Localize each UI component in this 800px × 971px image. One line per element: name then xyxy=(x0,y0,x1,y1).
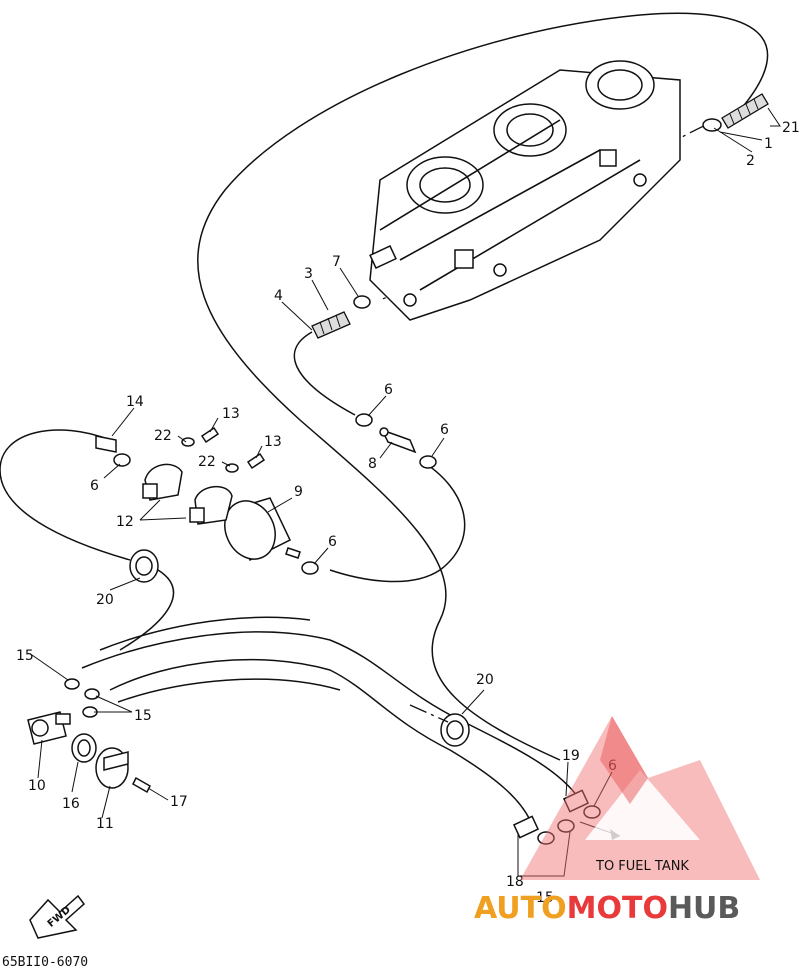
callout-7: 7 xyxy=(332,254,341,270)
callout-6b: 6 xyxy=(440,422,449,438)
ring-16 xyxy=(71,733,97,763)
callout-8: 8 xyxy=(368,456,377,472)
hose-14 xyxy=(0,429,131,561)
screw-13a xyxy=(200,426,220,444)
fwd-arrow: FWD xyxy=(29,894,86,939)
twin-hose-upper xyxy=(81,631,581,801)
hose-18-end xyxy=(512,815,540,839)
grommet-20a xyxy=(129,549,159,583)
watermark-moto: MOTO xyxy=(567,891,668,926)
callout-22a: 22 xyxy=(154,428,172,444)
watermark-auto: AUTO xyxy=(474,891,567,926)
callout-6a: 6 xyxy=(384,382,393,398)
callout-15a: 15 xyxy=(16,648,34,664)
screw-17 xyxy=(132,776,151,794)
carburetor-assembly xyxy=(369,60,681,321)
bracket-12a xyxy=(142,463,183,501)
hose-19-end xyxy=(562,789,590,813)
watermark-text: AUTOMOTOHUB xyxy=(474,891,740,926)
clamp-6c xyxy=(301,561,319,575)
clamp-15b xyxy=(537,831,555,845)
twin-hose-upper-b xyxy=(99,616,311,651)
callout-9: 9 xyxy=(294,484,303,500)
hose-14-end xyxy=(95,435,117,453)
to-fuel-tank-label: TO FUEL TANK xyxy=(595,859,689,874)
callout-13a: 13 xyxy=(222,406,240,422)
hose-clamp-2 xyxy=(702,118,722,132)
callout-15c: 15 xyxy=(536,890,554,906)
callout-6e: 6 xyxy=(608,758,617,774)
bracket-12b xyxy=(189,486,233,525)
part-code: 65BII0-6070 xyxy=(2,955,88,970)
ribbed-hose-3 xyxy=(311,311,351,339)
grommet-20b xyxy=(440,713,470,747)
callout-3: 3 xyxy=(304,266,313,282)
callout-17: 17 xyxy=(170,794,188,810)
callout-6d: 6 xyxy=(90,478,99,494)
hose-clamp-7 xyxy=(353,295,371,309)
knob-11 xyxy=(95,747,129,789)
fuel-filter-9 xyxy=(224,497,301,562)
callout-16: 16 xyxy=(62,796,80,812)
fuel-hose-b xyxy=(329,459,466,583)
callout-1: 1 xyxy=(764,136,773,152)
callout-22b: 22 xyxy=(198,454,216,470)
callout-19: 19 xyxy=(562,748,580,764)
clamp-6b xyxy=(419,455,437,469)
callout-20a: 20 xyxy=(96,592,114,608)
clamp-6a xyxy=(355,413,373,427)
callout-20b: 20 xyxy=(476,672,494,688)
callout-10: 10 xyxy=(28,778,46,794)
callout-6c: 6 xyxy=(328,534,337,550)
watermark-hub: HUB xyxy=(668,891,740,926)
joint-8 xyxy=(379,427,417,454)
clamp-6e xyxy=(583,805,601,819)
callout-12: 12 xyxy=(116,514,134,530)
hose-right-dash xyxy=(409,704,449,723)
clamp-6d xyxy=(113,453,131,467)
callout-21: 21 xyxy=(782,120,800,136)
twin-hose-lower xyxy=(109,658,531,821)
callout-15b: 15 xyxy=(134,708,152,724)
callout-14: 14 xyxy=(126,394,144,410)
callout-13b: 13 xyxy=(264,434,282,450)
return-hose-loop xyxy=(197,12,769,761)
washer-22a xyxy=(181,437,195,447)
callout-4: 4 xyxy=(274,288,283,304)
clamp-15a xyxy=(557,819,575,833)
clamp-15d xyxy=(84,688,100,700)
callout-11: 11 xyxy=(96,816,114,832)
fuel-hose xyxy=(293,331,356,416)
callout-2: 2 xyxy=(746,153,755,169)
fuel-cock-10 xyxy=(27,711,71,745)
twin-hose-lower-b xyxy=(117,678,341,703)
leader-lines xyxy=(31,107,781,877)
hose-left-down xyxy=(119,569,175,651)
screw-13b xyxy=(246,452,266,470)
callout-18: 18 xyxy=(506,874,524,890)
ribbed-hose-21 xyxy=(721,93,769,129)
clamp-15c xyxy=(64,678,80,690)
watermark-logo xyxy=(520,716,760,880)
